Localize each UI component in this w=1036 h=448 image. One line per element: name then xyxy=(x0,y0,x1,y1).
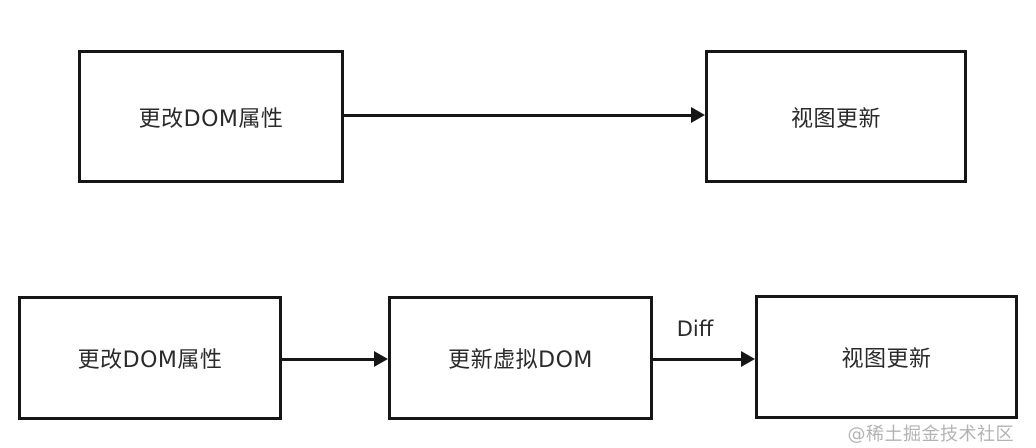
node-change-dom-attr-virtual: 更改DOM属性 xyxy=(18,296,282,420)
arrow-right-icon xyxy=(691,107,705,123)
node-view-update-direct: 视图更新 xyxy=(705,50,967,183)
node-update-virtual-dom: 更新虚拟DOM xyxy=(388,296,653,420)
node-label: 更新虚拟DOM xyxy=(448,348,593,373)
arrow-diff-line xyxy=(653,358,741,361)
arrow-right-icon xyxy=(374,351,388,367)
arrow-direct-to-view-line xyxy=(344,114,693,117)
node-change-dom-attr-direct: 更改DOM属性 xyxy=(78,50,344,183)
arrow-right-icon xyxy=(741,351,755,367)
node-label: 视图更新 xyxy=(790,106,881,132)
node-label: 更改DOM属性 xyxy=(77,348,223,373)
watermark: @稀土掘金技术社区 xyxy=(847,424,1014,445)
node-label: 视图更新 xyxy=(841,347,932,372)
arrow-to-virtual-dom-line xyxy=(282,358,375,361)
node-view-update-virtual: 视图更新 xyxy=(755,295,1018,419)
node-label: 更改DOM属性 xyxy=(138,106,284,132)
edge-label-diff: Diff xyxy=(676,317,714,341)
